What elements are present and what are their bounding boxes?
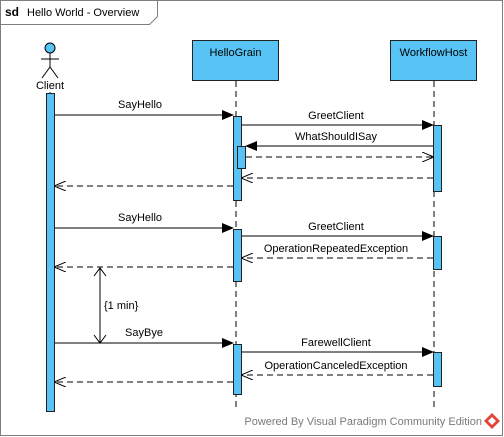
- watermark-text: Powered By Visual Paradigm Community Edi…: [244, 416, 482, 428]
- client-actor-icon: [41, 42, 59, 79]
- message-whatshouldisay-label: WhatShouldISay: [295, 131, 377, 143]
- visual-paradigm-logo-icon: [484, 413, 500, 429]
- return-operationcanceled-label: OperationCanceledException: [264, 360, 407, 372]
- activation-host-2: [433, 236, 442, 270]
- message-saybye-label: SayBye: [125, 327, 163, 339]
- activation-grain-3: [233, 344, 242, 395]
- return-operationrepeated-label: OperationRepeatedException: [264, 243, 408, 255]
- lifeline-client-label: Client: [36, 80, 64, 92]
- message-sayhello-1-label: SayHello: [118, 99, 162, 111]
- activation-client: [46, 93, 55, 412]
- message-greetclient-1-label: GreetClient: [308, 110, 364, 122]
- activation-host-1: [433, 125, 442, 192]
- lifeline-host-box: [390, 40, 477, 81]
- activation-host-3: [433, 352, 442, 387]
- frame-tab: [0, 0, 158, 25]
- lifeline-grain-box: [192, 40, 279, 81]
- activation-grain-nested: [237, 146, 246, 169]
- message-greetclient-2-label: GreetClient: [308, 221, 364, 233]
- message-sayhello-2-label: SayHello: [118, 212, 162, 224]
- duration-arrow-top: [93, 267, 107, 277]
- duration-label: {1 min}: [104, 300, 139, 312]
- frame-title: Hello World - Overview: [27, 7, 139, 19]
- message-farewellclient-label: FarewellClient: [301, 337, 371, 349]
- activation-grain-2: [233, 229, 242, 282]
- lifeline-host-label: WorkflowHost: [400, 47, 468, 59]
- lifeline-grain-label: HelloGrain: [210, 47, 262, 59]
- frame-keyword: sd: [5, 5, 19, 19]
